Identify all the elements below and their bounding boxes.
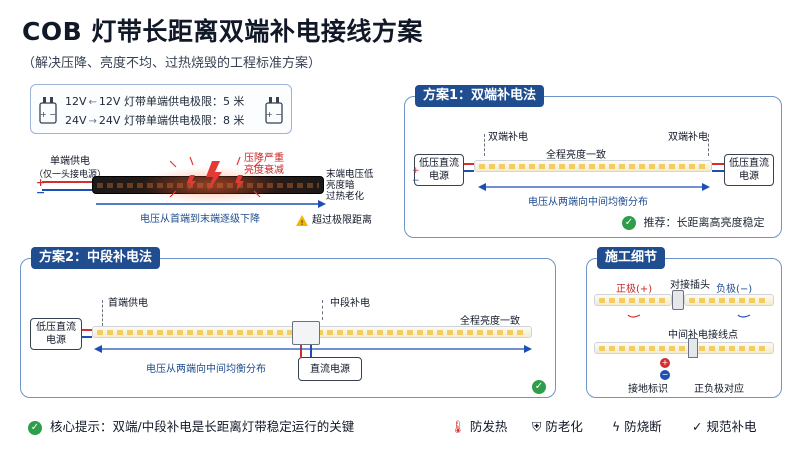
footer-item-aging: ⛨ 防老化	[532, 419, 583, 434]
plan2-blue-wire-left	[82, 336, 92, 338]
check-icon: ✓	[622, 216, 636, 230]
plan1-title: 方案1：双端补电法	[415, 85, 545, 107]
detail-panel: 施工细节	[586, 247, 782, 398]
detail-positive: 正极(+)	[616, 284, 653, 295]
plan2-mid-pointer	[322, 300, 323, 320]
svg-text:+ −: + −	[40, 110, 56, 119]
detail-arrows-icon	[627, 314, 751, 318]
footer-check-icon: ✓	[28, 420, 42, 435]
plan2-head-feed: 首端供电	[108, 298, 148, 309]
plan2-balance-arrow-icon	[94, 345, 532, 353]
spec-row-24v: 24V→24V 灯带单端供电极限：8 米	[65, 114, 245, 127]
plan1-balance-arrow-icon	[478, 183, 710, 191]
plan2-check-icon: ✓	[532, 376, 546, 395]
plan1-blue-wire-left	[464, 170, 474, 172]
plan2-title: 方案2：中段补电法	[31, 247, 161, 269]
detail-strip-bottom	[594, 342, 774, 354]
detail-connector-block	[672, 290, 684, 310]
detail-ground: 接地标识	[628, 384, 668, 395]
blue-wire	[42, 189, 92, 191]
spec-row-12v: 12V←12V 灯带单端供电极限：5 米	[65, 95, 245, 108]
page-subtitle: （解决压降、亮度不均、过热烧毁的工程标准方案）	[22, 56, 322, 71]
footer-tip-row: ✓ 核心提示：双端/中段补电是长距离灯带稳定运行的关键	[28, 416, 354, 435]
plan1-red-wire-right	[712, 163, 724, 165]
plan1-uniform: 全程亮度一致	[546, 150, 606, 161]
plan1-red-wire-left	[464, 163, 474, 165]
plan2-psu-left: 低压直流 电源	[30, 318, 82, 350]
warning-label: 超过极限距离	[312, 215, 372, 226]
plan2-head-pointer	[102, 300, 103, 326]
plan1-right-label: 双端补电	[668, 132, 708, 143]
plan1-recommend-row: ✓ 推荐：长距离高亮度稳定	[622, 214, 765, 230]
plan2-mid-connector	[292, 321, 320, 345]
heat-lines-icon	[169, 156, 261, 198]
detail-mid-connector	[688, 338, 698, 358]
plan1-left-label: 双端补电	[488, 132, 528, 143]
single-feed-label: 单端供电 （仅一头接电源）	[34, 156, 107, 180]
detail-connector: 对接插头	[670, 280, 710, 291]
footer-item-heat: 🌡 防发热	[450, 419, 508, 434]
plan1-minus-icon: −	[412, 176, 420, 186]
plan2-balance: 电压从两端向中间均衡分布	[146, 364, 266, 375]
minus-icon: −	[36, 186, 46, 199]
footer-item-burn: ϟ 防烧断	[612, 419, 662, 434]
plan2-mid-red-wire	[300, 345, 302, 357]
footer-item-standard: ✓ 规范补电	[692, 419, 757, 434]
svg-text:+ −: + −	[266, 110, 282, 119]
plan2-uniform: 全程亮度一致	[460, 316, 520, 327]
shield-icon: ⛨	[532, 419, 542, 434]
plan1-led-strip	[474, 160, 712, 172]
warning-icon: !	[296, 211, 308, 227]
plan1-psu-right: 低压直流 电源	[724, 154, 774, 186]
bolt-icon: ϟ	[612, 419, 621, 434]
plan1-right-pointer	[708, 134, 709, 156]
battery-icon: + −	[39, 97, 57, 124]
end-dim-label: 末端电压低 亮度暗 过热老化	[326, 169, 374, 202]
page-title: COB 灯带长距离双端补电接线方案	[22, 17, 423, 46]
plan1-left-pointer	[484, 134, 485, 156]
spec-box: + − 12V←12V 灯带单端供电极限：5 米 24V→24V 灯带单端供电极…	[30, 84, 292, 134]
plan2-psu-mid: 直流电源	[298, 357, 362, 381]
plan2-mid-feed: 中段补电	[330, 298, 370, 309]
detail-mid-point: 中间补电接线点	[668, 330, 738, 341]
battery-icon-right: + −	[265, 97, 283, 124]
plan1-blue-wire-right	[712, 170, 724, 172]
plus-icon: +	[36, 176, 46, 189]
plan1-psu-left: 低压直流 电源	[414, 154, 464, 186]
detail-title: 施工细节	[597, 247, 666, 269]
red-wire	[42, 181, 92, 183]
plan2-mid-blue-wire	[310, 345, 312, 357]
checkmark-icon: ✓	[692, 419, 703, 434]
detail-minus-icon: −	[660, 370, 670, 380]
plan2-red-wire-left	[82, 329, 92, 331]
detail-strip-right	[684, 294, 774, 306]
svg-text:!: !	[301, 219, 304, 226]
plan1-balance: 电压从两端向中间均衡分布	[528, 197, 648, 208]
detail-polarity: 正负极对应	[694, 384, 744, 395]
detail-negative: 负极(−)	[716, 284, 753, 295]
gradient-note: 电压从首端到末端逐级下降	[140, 214, 260, 225]
detail-plus-icon: +	[660, 358, 670, 368]
gradient-arrow-icon	[96, 200, 326, 208]
thermometer-icon: 🌡	[450, 419, 466, 434]
detail-strip-left	[594, 294, 672, 306]
voltage-drop-label: 压降严重 亮度衰减	[244, 153, 284, 176]
plan1-plus-icon: +	[412, 166, 420, 176]
